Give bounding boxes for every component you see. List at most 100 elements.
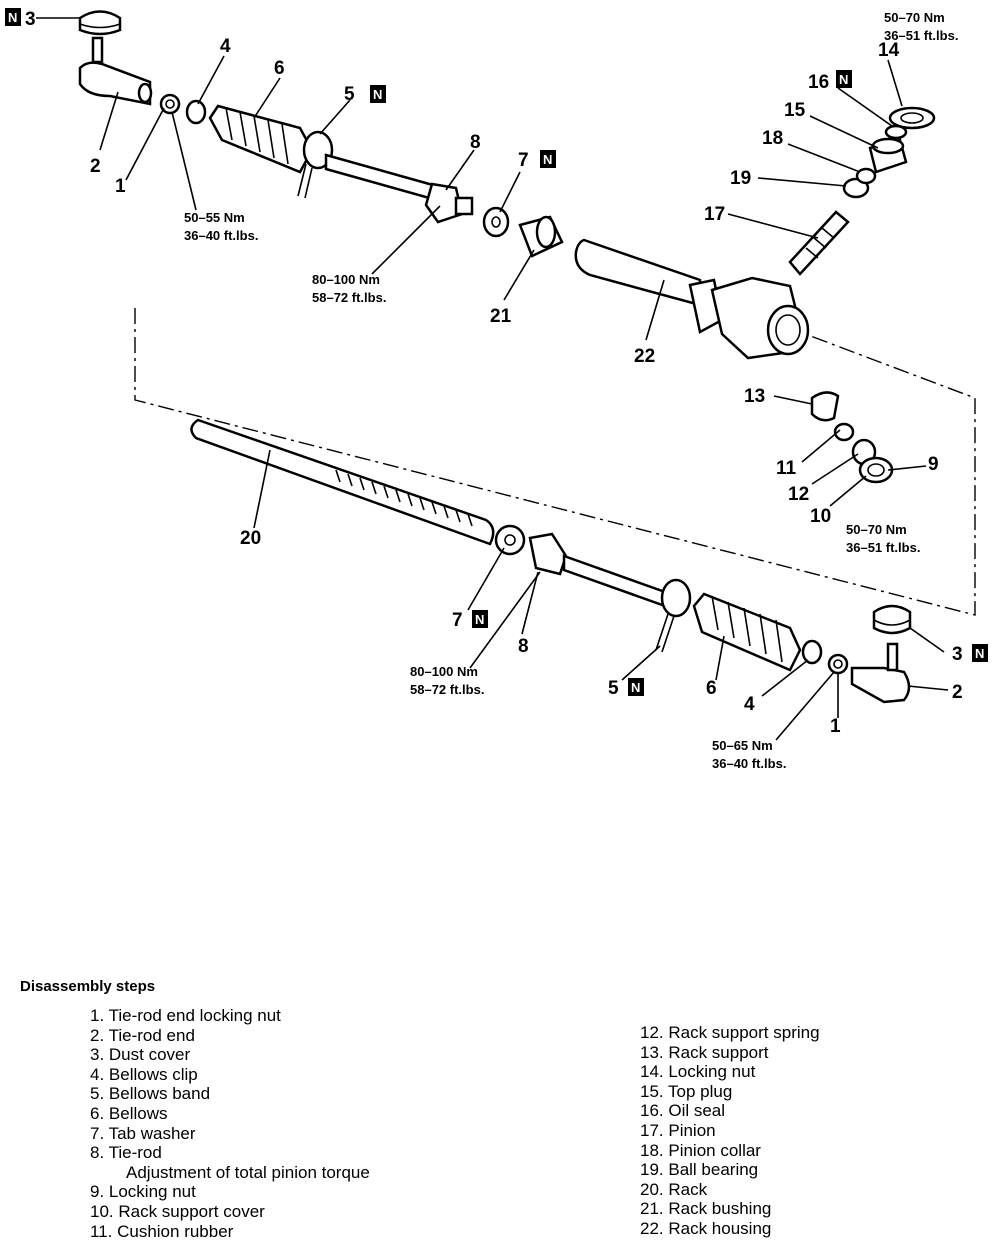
label-22: 22 — [634, 346, 655, 367]
step-item: 7. Tab washer — [90, 1123, 196, 1143]
part-number-labels: N 3 2 1 4 6 5 N 8 7 N 21 22 14 1 6 N 15 1… — [5, 8, 988, 737]
label-3-upper: 3 — [25, 9, 36, 30]
label-19: 19 — [730, 168, 751, 189]
svg-text:N: N — [839, 72, 848, 87]
step-item: 5. Bellows band — [90, 1084, 211, 1104]
exploded-steering-rack-diagram: N 3 2 1 4 6 5 N 8 7 N 21 22 14 1 6 N 15 1… — [5, 8, 988, 771]
locking-nut-lower — [827, 653, 849, 675]
step-item: 6. Bellows — [90, 1103, 168, 1123]
top-plug — [868, 137, 908, 174]
step-item: 15. Top plug — [640, 1081, 733, 1101]
disassembly-steps-right-column: 12. Rack support spring 13. Rack support… — [640, 1023, 940, 1239]
label-12: 12 — [788, 484, 809, 505]
dust-cover-lower — [872, 604, 912, 635]
label-2-lower: 2 — [952, 682, 963, 703]
bellows-upper — [208, 104, 314, 174]
rack-support-cover — [858, 456, 894, 484]
leader-lines — [36, 17, 949, 741]
label-4-upper: 4 — [220, 36, 231, 57]
torque-8-upper-ft: 58–72 ft.lbs. — [312, 290, 386, 305]
rack-housing — [574, 238, 810, 360]
new-part-mark-3-upper: N — [5, 8, 21, 26]
torque-8-upper-nm: 80–100 Nm — [312, 272, 380, 287]
step-item: 16. Oil seal — [640, 1101, 726, 1121]
step-item: 8. Tie-rod — [90, 1143, 162, 1163]
step-item: 12. Rack support spring — [640, 1023, 820, 1042]
torque-1-lower-nm: 50–65 Nm — [712, 738, 773, 753]
label-7-lower: 7 — [452, 610, 463, 631]
bellows-clip-lower — [801, 639, 823, 665]
new-part-mark-7-upper: N — [540, 150, 556, 168]
tie-rod-end-lower — [850, 642, 911, 704]
locking-nut-upper — [159, 93, 181, 115]
rack — [190, 418, 495, 546]
rack-support — [810, 391, 840, 422]
disassembly-steps-title: Disassembly steps — [20, 978, 156, 995]
label-14: 14 — [878, 40, 900, 61]
svg-text:N: N — [543, 152, 552, 167]
step-item: 4. Bellows clip — [90, 1064, 198, 1084]
label-1-lower: 1 — [830, 716, 841, 737]
disassembly-steps-left-column: 1. Tie-rod end locking nut 2. Tie-rod en… — [90, 1006, 450, 1241]
torque-specs: 50–55 Nm 36–40 ft.lbs. 80–100 Nm 58–72 f… — [184, 10, 958, 771]
label-9: 9 — [928, 454, 939, 475]
label-21: 21 — [490, 306, 512, 327]
step-item: 2. Tie-rod end — [90, 1025, 195, 1045]
step-item: 18. Pinion collar — [640, 1140, 761, 1160]
label-2-upper: 2 — [90, 156, 101, 177]
step-item: 1. Tie-rod end locking nut — [90, 1006, 281, 1025]
label-6-upper: 6 — [274, 58, 285, 79]
torque-14-nm: 50–70 Nm — [884, 10, 945, 25]
label-10: 10 — [810, 506, 831, 527]
step-item: 3. Dust cover — [90, 1045, 191, 1065]
step-item: 20. Rack — [640, 1179, 708, 1199]
label-5-lower: 5 — [608, 678, 619, 699]
torque-1-lower-ft: 36–40 ft.lbs. — [712, 756, 786, 771]
torque-14-ft: 36–51 ft.lbs. — [884, 28, 958, 43]
svg-text:N: N — [373, 87, 382, 102]
torque-9-ft: 36–51 ft.lbs. — [846, 540, 920, 555]
cushion-rubber — [833, 422, 855, 442]
label-6-lower: 6 — [706, 678, 717, 699]
tie-rod-lower — [528, 532, 684, 614]
new-part-mark-5-upper: N — [370, 85, 386, 103]
torque-1-upper-ft: 36–40 ft.lbs. — [184, 228, 258, 243]
tie-rod-upper — [324, 153, 474, 224]
label-15: 15 — [784, 100, 806, 121]
label-8-lower: 8 — [518, 636, 529, 657]
pinion-collar — [855, 167, 877, 185]
rack-bushing — [518, 215, 564, 258]
step-item: 21. Rack bushing — [640, 1199, 772, 1219]
label-11: 11 — [776, 458, 797, 479]
svg-text:N: N — [475, 612, 484, 627]
step-item: 17. Pinion — [640, 1120, 716, 1140]
label-3-lower: 3 — [952, 644, 963, 665]
label-13: 13 — [744, 386, 765, 407]
torque-8-lower-ft: 58–72 ft.lbs. — [410, 682, 484, 697]
tab-washer-upper — [482, 206, 510, 238]
step-item: 10. Rack support cover — [90, 1201, 265, 1221]
label-17: 17 — [704, 204, 725, 225]
torque-9-nm: 50–70 Nm — [846, 522, 907, 537]
label-5-upper: 5 — [344, 84, 355, 105]
bellows-clip-upper — [185, 99, 207, 125]
pinion — [788, 210, 850, 276]
label-1-upper: 1 — [115, 176, 126, 197]
new-part-mark-3-lower: N — [972, 644, 988, 662]
svg-text:N: N — [631, 680, 640, 695]
step-note: Adjustment of total pinion torque — [126, 1162, 370, 1182]
step-item: 14. Locking nut — [640, 1062, 756, 1082]
torque-1-upper-nm: 50–55 Nm — [184, 210, 245, 225]
new-part-mark-5-lower: N — [628, 678, 644, 696]
dust-cover-upper — [78, 10, 122, 36]
new-part-mark-16: N — [836, 70, 852, 88]
tie-rod-end-upper — [78, 36, 153, 106]
bellows-band-lower — [655, 578, 692, 653]
step-item: 13. Rack support — [640, 1042, 769, 1062]
step-item: 22. Rack housing — [640, 1218, 772, 1238]
label-18: 18 — [762, 128, 783, 149]
dashed-frame — [134, 308, 976, 616]
step-item: 19. Ball bearing — [640, 1160, 759, 1180]
svg-text:N: N — [8, 10, 17, 25]
step-item: 9. Locking nut — [90, 1182, 196, 1202]
